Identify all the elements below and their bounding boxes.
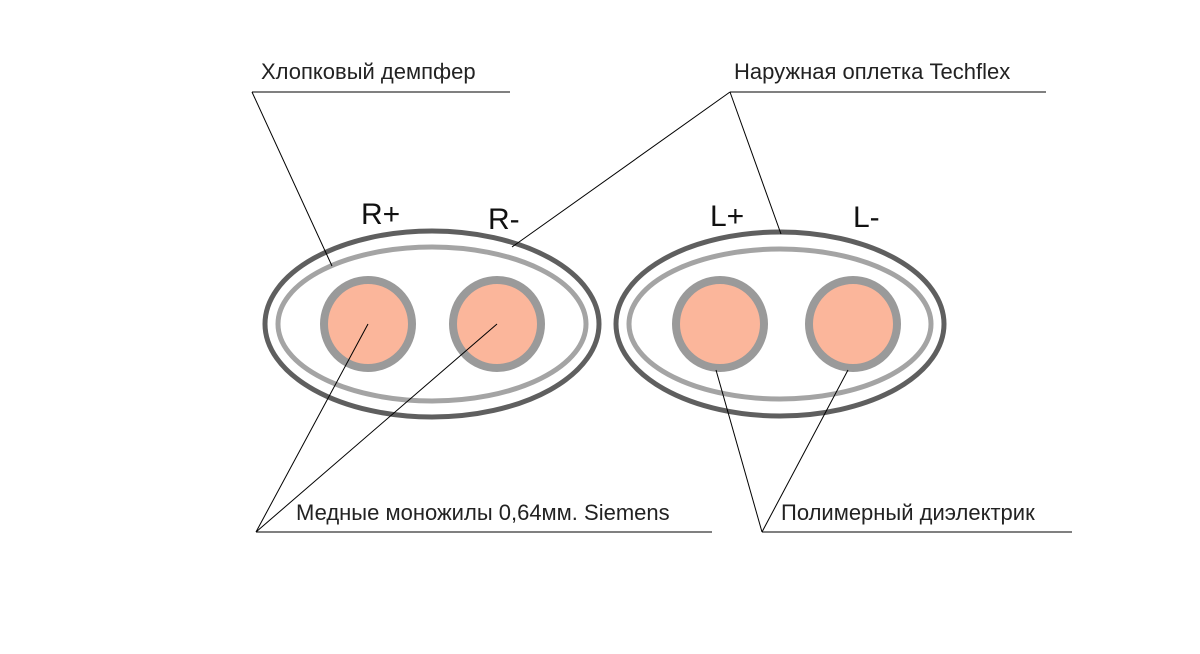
leader-outer-braid-l — [729, 91, 782, 235]
polarity-label-l-plus: L+ — [710, 200, 744, 233]
leader-copper-core-r-plus — [255, 323, 369, 533]
label-copper-cores: Медные моножилы 0,64мм. Siemens — [296, 500, 670, 525]
callout-outer-braid: Наружная оплетка Techflex — [511, 59, 1046, 248]
leader-dielectric-l-minus — [761, 369, 849, 533]
conductor-l-minus — [805, 276, 901, 372]
callout-copper-cores: Медные моножилы 0,64мм. Siemens — [255, 323, 712, 533]
leader-outer-braid-r — [511, 91, 731, 248]
cable-r — [262, 228, 602, 420]
callout-cotton-damper: Хлопковый демпфер — [251, 59, 510, 267]
conductor-l-plus — [672, 276, 768, 372]
polarity-label-r-plus: R+ — [361, 198, 400, 231]
polarity-label-l-minus: L- — [853, 201, 880, 234]
callout-polymer-dielectric: Полимерный диэлектрик — [715, 369, 1072, 533]
label-cotton-damper: Хлопковый демпфер — [261, 59, 476, 84]
label-outer-braid: Наружная оплетка Techflex — [734, 59, 1010, 84]
leader-cotton-damper — [251, 91, 333, 267]
label-polymer-dielectric: Полимерный диэлектрик — [781, 500, 1035, 525]
leader-copper-core-r-minus — [255, 323, 498, 533]
leader-dielectric-l-plus — [715, 369, 763, 533]
cable-l — [613, 229, 947, 419]
polarity-label-r-minus: R- — [488, 203, 520, 236]
